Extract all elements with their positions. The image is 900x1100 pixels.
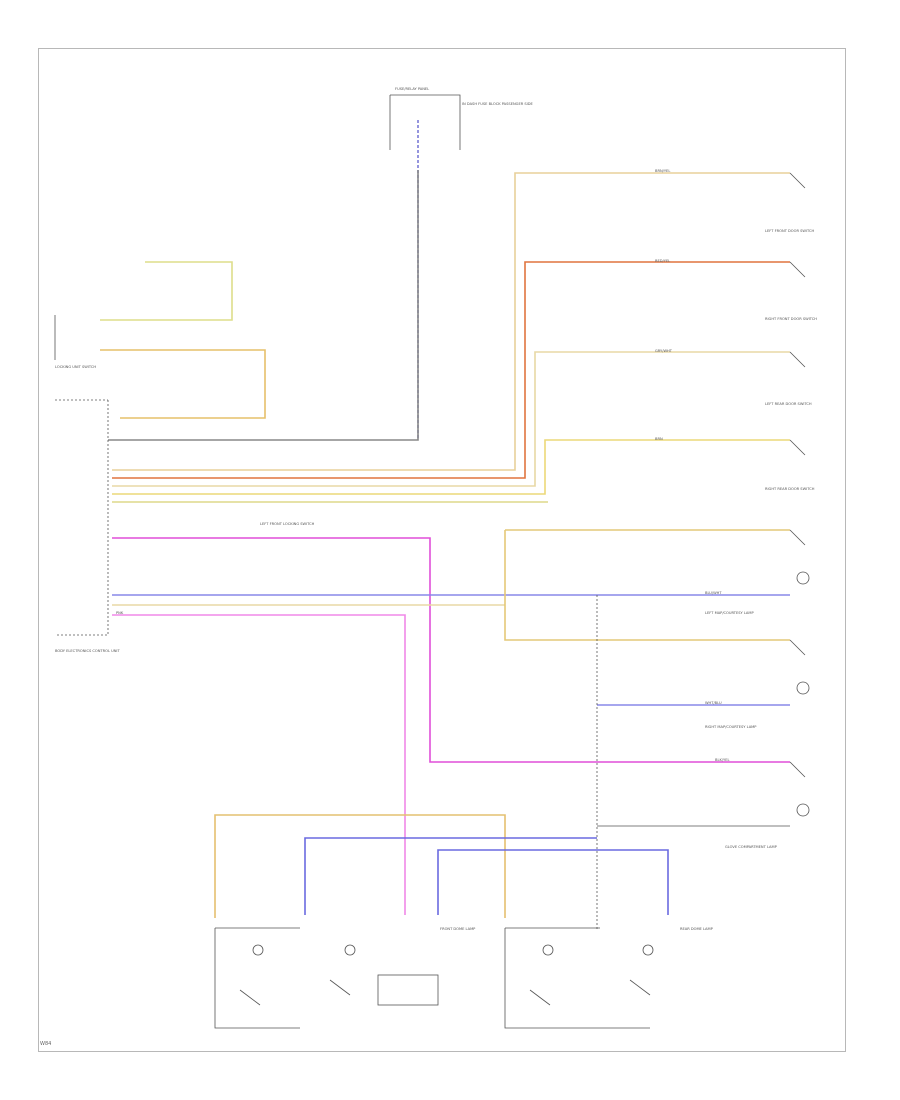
door-lock-note: LEFT FRONT LOCKING SWITCH xyxy=(260,522,315,526)
wire-label-5: BLU/WHT xyxy=(705,591,722,595)
wire-lr-switch xyxy=(112,351,790,487)
lr-switch-label: LEFT REAR DOOR SWITCH xyxy=(765,402,812,406)
wire-bottom-blue-2 xyxy=(437,849,669,915)
left-lamp-label: LEFT MAP/COURTESY LAMP xyxy=(705,611,754,615)
fuse-panel-desc: IN DASH FUSE BLOCK PASSENGER SIDE xyxy=(462,102,533,106)
wire-bottom-yellow xyxy=(214,814,506,918)
wire-pink-to-lamp xyxy=(112,614,406,915)
wire-label-6: WHT/BLU xyxy=(705,701,722,705)
rf-switch-label: RIGHT FRONT DOOR SWITCH xyxy=(765,317,817,321)
wire-rr-switch xyxy=(112,439,790,495)
wire-lf-switch xyxy=(112,172,790,471)
module-label: BODY ELECTRONICS CONTROL UNIT xyxy=(55,649,120,653)
right-lamp-label: RIGHT MAP/COURTESY LAMP xyxy=(705,725,757,729)
wire-label-8: PNK xyxy=(116,611,124,615)
wire-label-3: GRY/WHT xyxy=(655,349,673,353)
locking-switch-label: LOCKING UNIT SWITCH xyxy=(55,365,96,369)
diagram-frame xyxy=(38,48,846,1052)
wire-label-4: BRN xyxy=(655,437,663,441)
glove-lamp-label: GLOVE COMPARTMENT LAMP xyxy=(725,845,778,849)
body-control-module: BODY ELECTRONICS CONTROL UNIT xyxy=(55,399,120,653)
rr-switch-label: RIGHT REAR DOOR SWITCH xyxy=(765,487,815,491)
door-switch-symbols xyxy=(789,172,810,817)
fuse-panel-label: FUSE/RELAY PANEL xyxy=(395,87,429,91)
wire-label-2: RED/YEL xyxy=(655,259,670,263)
locking-switch-cluster: LOCKING UNIT SWITCH xyxy=(54,261,266,419)
wire-top-feed-ground xyxy=(108,170,419,441)
front-dome-lamp-unit: FRONT DOME LAMP xyxy=(214,927,476,1029)
rear-lamp-label: REAR DOME LAMP xyxy=(680,927,714,931)
wire-glove-lamp xyxy=(112,537,790,763)
wire-label-7: BLK/YEL xyxy=(715,758,730,762)
wire-bottom-blue-1 xyxy=(304,837,597,915)
wire-rf-switch xyxy=(112,261,790,479)
wire-label-1: BRN/YEL xyxy=(655,169,670,173)
fuse-relay-panel-top: FUSE/RELAY PANEL IN DASH FUSE BLOCK PASS… xyxy=(389,87,533,150)
front-lamp-label: FRONT DOME LAMP xyxy=(440,927,476,931)
wire-courtesy-2 xyxy=(504,530,790,641)
lf-switch-label: LEFT FRONT DOOR SWITCH xyxy=(765,229,814,233)
rear-dome-lamp-unit: REAR DOME LAMP xyxy=(504,927,714,1029)
page-code: W84 xyxy=(40,1041,52,1047)
